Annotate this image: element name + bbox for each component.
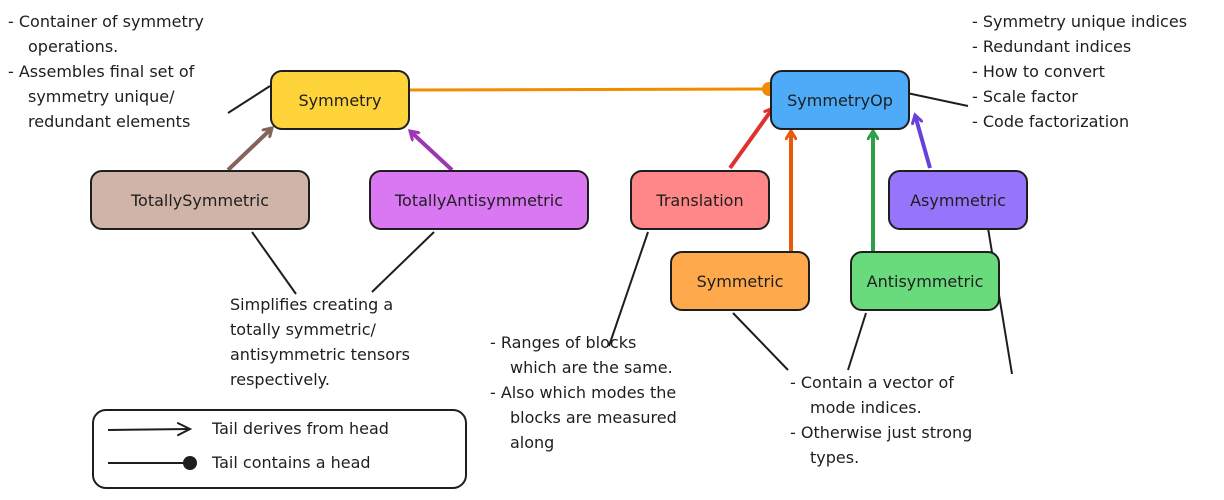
note-totally: Simplifies creating a totally symmetric/… [230, 292, 410, 392]
note-pointer-symmetry [227, 85, 271, 114]
note-line: mode indices. [810, 398, 922, 417]
note-pointer-translation [608, 231, 649, 347]
note-line: Simplifies creating a [230, 295, 394, 314]
note-line: - Ranges of blocks [490, 333, 637, 352]
legend: Tail derives from head Tail contains a h… [92, 409, 467, 489]
note-line: respectively. [230, 370, 330, 389]
node-symmetryop-label: SymmetryOp [787, 90, 893, 110]
note-line: - How to convert [972, 62, 1105, 81]
note-line: - Contain a vector of [790, 373, 954, 392]
node-asymmetric: Asymmetric [888, 170, 1028, 230]
note-modes: - Contain a vector of mode indices. - Ot… [790, 370, 972, 470]
note-line: - Also which modes the [490, 383, 677, 402]
note-line: types. [810, 448, 860, 467]
note-line: symmetry unique/ [28, 87, 175, 106]
note-pointer-totallyantisymmetric [371, 231, 435, 293]
note-line: - Otherwise just strong [790, 423, 973, 442]
arrow-translation-to-symmetryop [728, 108, 773, 170]
note-translation: - Ranges of blocks which are the same. -… [490, 330, 677, 455]
node-antisymmetric: Antisymmetric [850, 251, 1000, 311]
legend-contains-label: Tail contains a head [212, 453, 371, 472]
note-line: operations. [28, 37, 119, 56]
note-symmetry: - Container of symmetry operations. - As… [8, 9, 204, 134]
note-pointer-totallysymmetric [251, 231, 297, 295]
note-line: - Container of symmetry [8, 12, 204, 31]
node-symmetry: Symmetry [270, 70, 410, 130]
note-symmetryop: - Symmetry unique indices - Redundant in… [972, 9, 1187, 134]
node-symmetry-label: Symmetry [298, 90, 382, 110]
node-totallysymmetric: TotallySymmetric [90, 170, 310, 230]
note-pointer-symmetric [732, 312, 789, 371]
legend-dot-icon [183, 456, 197, 470]
node-totallyantisymmetric: TotallyAntisymmetric [369, 170, 589, 230]
note-line: - Assembles final set of [8, 62, 195, 81]
note-line: which are the same. [510, 358, 673, 377]
note-line: antisymmetric tensors [230, 345, 410, 364]
note-line: totally symmetric/ [230, 320, 376, 339]
note-line: - Scale factor [972, 87, 1078, 106]
node-totallysymmetric-label: TotallySymmetric [130, 190, 269, 210]
legend-derives-label: Tail derives from head [212, 419, 389, 438]
node-totallyantisymmetric-label: TotallyAntisymmetric [395, 190, 563, 210]
note-line: - Code factorization [972, 112, 1130, 131]
node-antisymmetric-label: Antisymmetric [866, 271, 984, 291]
note-line: redundant elements [28, 112, 191, 131]
arrow-totallyantisymmetric-to-symmetry [410, 131, 454, 172]
node-symmetric: Symmetric [670, 251, 810, 311]
note-line: - Redundant indices [972, 37, 1132, 56]
note-line: - Symmetry unique indices [972, 12, 1188, 31]
note-line: along [510, 433, 555, 452]
node-symmetryop: SymmetryOp [770, 70, 910, 130]
legend-arrow-icon [107, 422, 193, 437]
node-translation-label: Translation [656, 190, 744, 210]
note-pointer-antisymmetric [847, 312, 867, 371]
arrow-totallysymmetric-to-symmetry [226, 128, 272, 172]
note-line: blocks are measured [510, 408, 677, 427]
node-translation: Translation [630, 170, 770, 230]
note-pointer-symmetryop [906, 92, 969, 107]
node-asymmetric-label: Asymmetric [910, 190, 1006, 210]
node-symmetric-label: Symmetric [696, 271, 784, 291]
containment-edge [408, 87, 769, 92]
arrow-asymmetric-to-symmetryop [915, 115, 932, 169]
